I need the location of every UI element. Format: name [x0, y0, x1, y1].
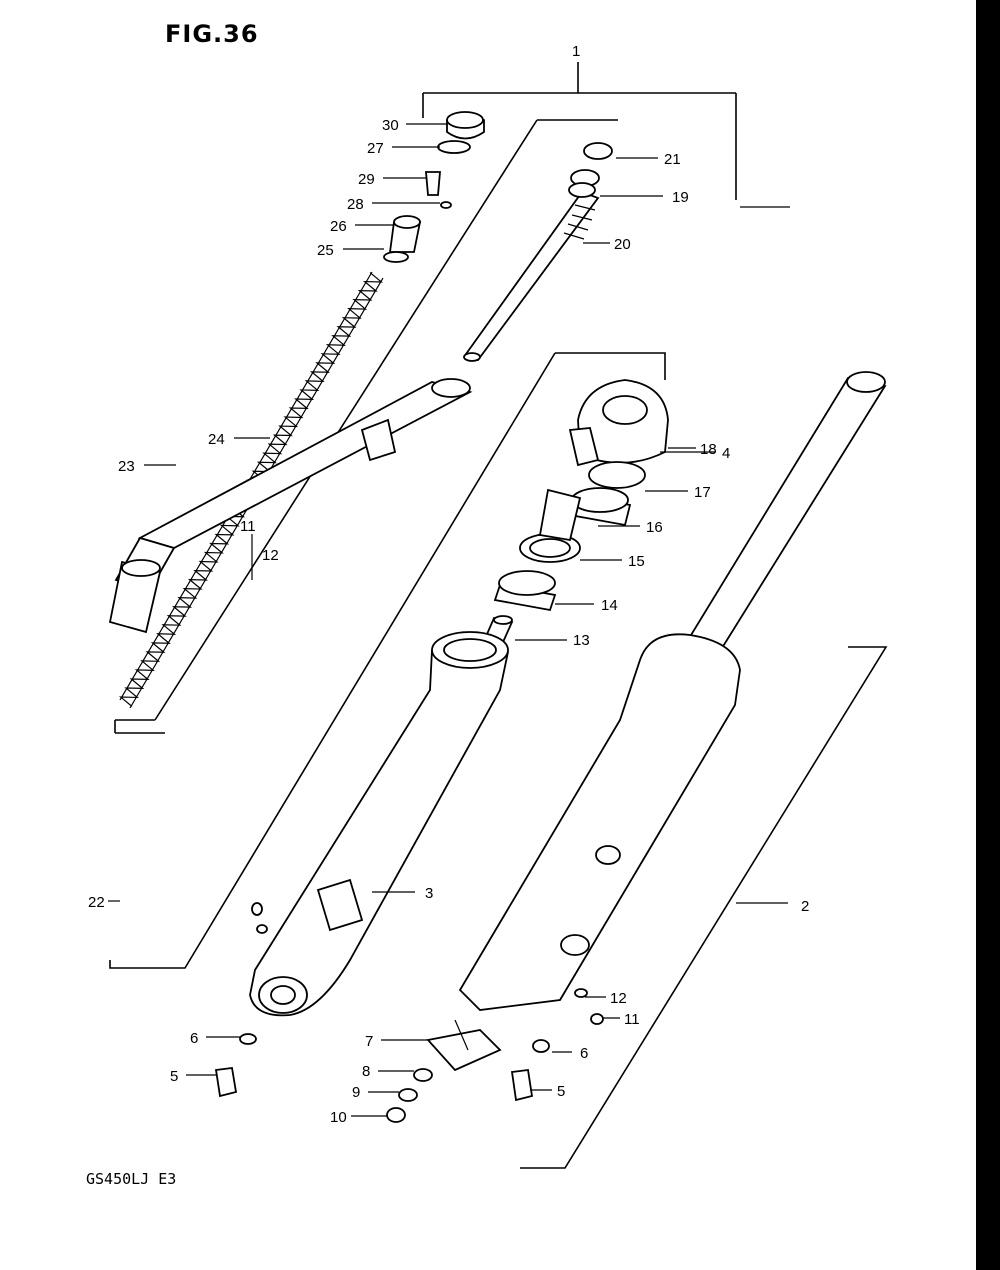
callout-18: 18: [700, 441, 717, 458]
callout-5a: 5: [170, 1068, 178, 1085]
outer-left-bracket: [109, 352, 666, 969]
fork-assembly-4: [458, 371, 887, 1011]
callout-2: 2: [801, 898, 809, 915]
callout-22: 22: [88, 894, 105, 911]
spacer-26: [388, 215, 422, 253]
guide-bushing-14: [493, 570, 557, 612]
callout-9: 9: [352, 1084, 360, 1101]
callout-12b: 12: [610, 990, 627, 1007]
callout-30: 30: [382, 117, 399, 134]
callout-25: 25: [317, 242, 334, 259]
callout-11a: 11: [240, 518, 256, 535]
callout-10: 10: [330, 1109, 347, 1126]
callout-20: 20: [614, 236, 631, 253]
o-ring-25: [383, 251, 409, 263]
callout-17: 17: [694, 484, 711, 501]
callout-12a: 12: [262, 547, 279, 564]
callout-21: 21: [664, 151, 681, 168]
callout-29: 29: [358, 171, 375, 188]
callout-24: 24: [208, 431, 225, 448]
hardware-bolts: [214, 902, 604, 1123]
figure-title: FIG.36: [165, 20, 259, 48]
o-ring-27: [437, 140, 471, 154]
callout-6b: 6: [580, 1045, 588, 1062]
callout-27: 27: [367, 140, 384, 157]
callout-16: 16: [646, 519, 663, 536]
stopper-ring-17: [588, 461, 646, 489]
page-edge-bar: [976, 0, 1000, 1270]
assembly-bracket-1: [422, 62, 737, 200]
callout-11b: 11: [624, 1011, 640, 1028]
seal-15: [519, 533, 581, 563]
callout-6a: 6: [190, 1030, 198, 1047]
callout-5b: 5: [557, 1083, 565, 1100]
outer-right-bracket: [520, 646, 888, 1169]
callout-14: 14: [601, 597, 618, 614]
callout-7: 7: [365, 1033, 373, 1050]
callout-19: 19: [672, 189, 689, 206]
callout-26: 26: [330, 218, 347, 235]
slide-bushing-22: [108, 559, 162, 634]
rebound-spring-19: [568, 169, 600, 198]
callout-15: 15: [628, 553, 645, 570]
callout-1: 1: [572, 43, 580, 60]
valve-29: [425, 171, 441, 196]
oil-seal-16: [568, 487, 632, 527]
callout-23: 23: [118, 458, 135, 475]
fork-cap-30: [446, 111, 485, 140]
leader-lines: [108, 123, 790, 1117]
callout-28: 28: [347, 196, 364, 213]
callout-13: 13: [573, 632, 590, 649]
outer-tube-3: [249, 418, 510, 1017]
piston-ring-21: [583, 142, 613, 160]
inner-group-bracket: [114, 119, 618, 734]
exploded-fork-diagram: 1 2 3 4 5 5 6 6 7 8 9 10 11 11 12 12 13 …: [88, 43, 888, 1169]
damper-rod-20: [463, 190, 600, 362]
callout-4: 4: [722, 445, 730, 462]
callout-8: 8: [362, 1063, 370, 1080]
callout-3: 3: [425, 885, 433, 902]
model-code: GS450LJ E3: [86, 1170, 177, 1188]
washer-28: [440, 201, 452, 209]
